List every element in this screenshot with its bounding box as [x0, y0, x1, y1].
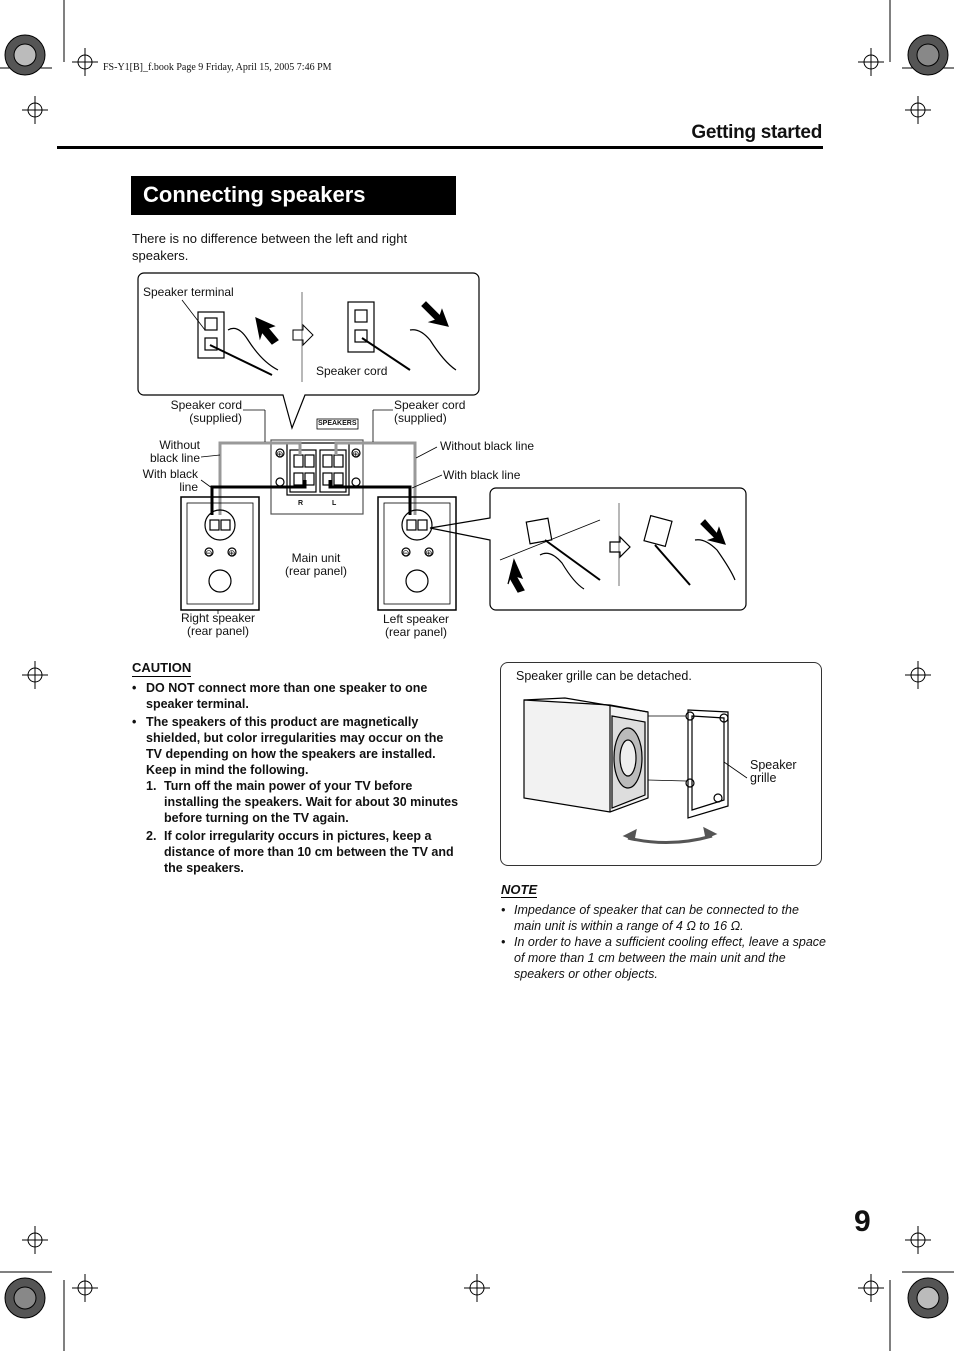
label-with-black-right: With black line	[443, 468, 521, 482]
page-title: Connecting speakers	[143, 182, 366, 207]
svg-text:⊖: ⊖	[205, 548, 213, 558]
label-r: R	[298, 500, 304, 507]
file-info: FS-Y1[B]_f.book Page 9 Friday, April 15,…	[103, 62, 332, 73]
svg-text:⊕: ⊕	[276, 449, 284, 459]
svg-text:⊖: ⊖	[402, 548, 410, 558]
label-main-unit: Main unit (rear panel)	[284, 551, 348, 578]
label-speaker-grille: Speaker grille	[750, 758, 797, 785]
note-item: •In order to have a sufficient cooling e…	[501, 935, 826, 981]
label-cord-supplied-right: Speaker cord (supplied)	[394, 398, 466, 425]
grille-illustration-box	[500, 662, 822, 866]
svg-text:⊕: ⊕	[425, 548, 433, 558]
caution-item: •The speakers of this product are magnet…	[132, 714, 462, 876]
section-title: Getting started	[691, 122, 822, 143]
caution-heading: CAUTION	[132, 660, 192, 677]
speakers-badge: SPEAKERS	[318, 420, 357, 427]
label-without-black-right: Without black line	[440, 439, 535, 453]
label-left-speaker: Left speaker (rear panel)	[382, 612, 450, 639]
label-speaker-cord: Speaker cord	[316, 364, 388, 378]
note-heading: NOTE	[501, 882, 538, 898]
label-cord-supplied-left: Speaker cord (supplied)	[170, 398, 242, 425]
caution-item: •DO NOT connect more than one speaker to…	[132, 681, 428, 711]
label-l: L	[332, 500, 337, 507]
label-with-black-left: With black line	[142, 467, 198, 494]
label-speaker-terminal: Speaker terminal	[143, 285, 234, 299]
header-rule	[57, 146, 823, 149]
page-title-box: Connecting speakers	[131, 176, 456, 215]
svg-text:⊕: ⊕	[228, 548, 236, 558]
caution-step: 1.Turn off the main power of your TV bef…	[146, 779, 459, 825]
label-right-speaker: Right speaker (rear panel)	[180, 611, 256, 638]
page-number: 9	[854, 1205, 871, 1238]
label-without-black-left: Without black line	[149, 438, 200, 465]
svg-text:⊕: ⊕	[352, 449, 360, 459]
caution-step: 2.If color irregularity occurs in pictur…	[146, 829, 454, 875]
note-list: •Impedance of speaker that can be connec…	[501, 902, 826, 982]
note-item: •Impedance of speaker that can be connec…	[501, 903, 799, 933]
grille-caption: Speaker grille can be detached.	[516, 669, 692, 683]
caution-list: •DO NOT connect more than one speaker to…	[132, 680, 462, 878]
intro-text: There is no difference between the left …	[132, 231, 408, 263]
